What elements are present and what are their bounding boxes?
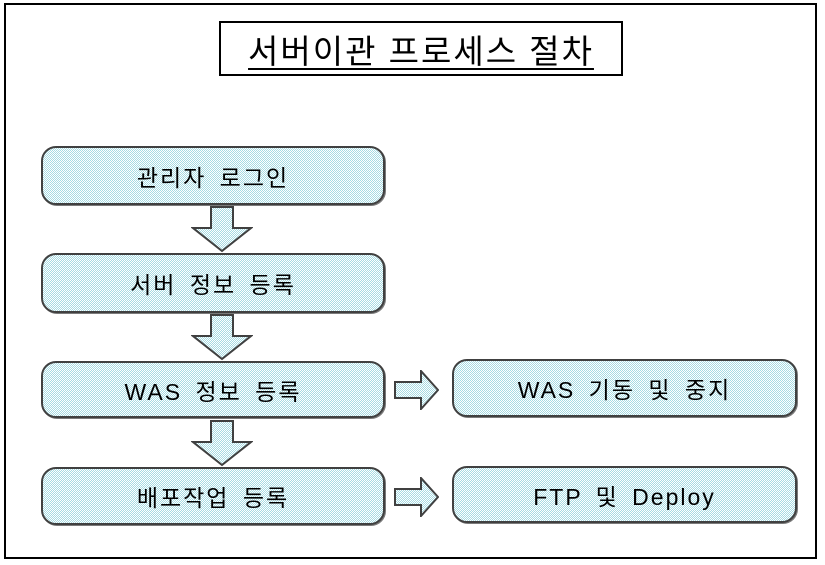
flow-node-label: 관리자 로그인: [136, 164, 290, 191]
flow-node-label: FTP 및 Deploy: [533, 483, 716, 510]
flow-node-label: WAS 정보 등록: [124, 378, 302, 405]
down-arrow-icon: [191, 206, 253, 253]
down-arrow-icon: [191, 314, 253, 361]
diagram-title-box: 서버이관 프로세스 절차: [219, 21, 623, 76]
flow-node-label: 배포작업 등록: [136, 485, 290, 511]
right-arrow-icon: [394, 370, 439, 410]
diagram-title: 서버이관 프로세스 절차: [248, 32, 594, 70]
flow-node-was-start-stop: WAS 기동 및 중지: [452, 359, 797, 417]
flow-node-admin-login: 관리자 로그인: [41, 146, 385, 205]
flow-node-label: WAS 기동 및 중지: [517, 377, 732, 403]
right-arrow-icon: [394, 477, 439, 517]
flow-node-label: 서버 정보 등록: [130, 272, 296, 298]
flow-node-deploy-job: 배포작업 등록: [41, 467, 385, 525]
down-arrow-icon: [191, 420, 253, 467]
flow-node-ftp-deploy: FTP 및 Deploy: [452, 466, 797, 523]
flow-node-was-info: WAS 정보 등록: [41, 361, 385, 418]
flow-node-server-info: 서버 정보 등록: [41, 253, 385, 313]
page-border: [4, 3, 817, 559]
